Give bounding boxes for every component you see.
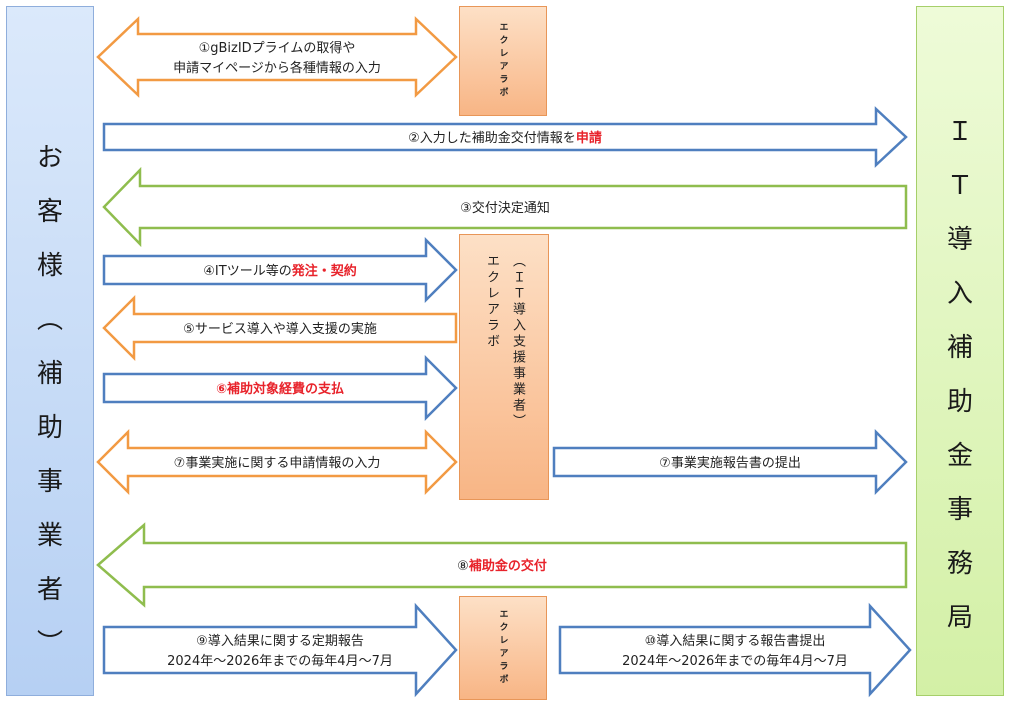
label-text: ④ITツール等の xyxy=(203,263,291,279)
arrow-shape xyxy=(102,236,458,304)
vendor-label: エクレアラボ xyxy=(497,22,508,100)
vendor-label-line2: （ＩＴ導入支援事業者） xyxy=(510,254,525,430)
arrow-shape xyxy=(102,166,908,248)
secretariat-title-char: Ｔ xyxy=(946,171,973,201)
label-text: ③交付決定通知 xyxy=(460,200,550,216)
arrow-label: ⑩導入結果に関する報告書提出 xyxy=(645,633,826,649)
vendor-label-line1: エクレアラボ xyxy=(484,254,499,350)
flow-arrow-a7: ⑦事業実施に関する申請情報の入力 xyxy=(96,428,458,496)
vendor-box-middle: エクレアラボ （ＩＴ導入支援事業者） xyxy=(459,234,549,500)
customer-title-char: 客 xyxy=(36,197,63,227)
customer-title-char: 様 xyxy=(36,251,63,281)
secretariat-column: Ｉ Ｔ 導 入 補 助 金 事 務 局 xyxy=(916,6,1004,696)
customer-title-char: 事 xyxy=(36,467,63,497)
arrow-label: ④ITツール等の発注・契約 xyxy=(203,263,356,279)
customer-title-char: ︶ xyxy=(36,629,63,659)
highlight-text: ⑥補助対象経費の支払 xyxy=(216,381,344,397)
customer-column: お 客 様 ︵ 補 助 事 業 者 ︶ xyxy=(6,6,94,696)
secretariat-title-char: 導 xyxy=(946,225,973,255)
secretariat-title-char: 金 xyxy=(946,441,973,471)
label-text: ⑨導入結果に関する定期報告 xyxy=(196,634,364,649)
flow-arrow-a5: ⑤サービス導入や導入支援の実施 xyxy=(102,294,458,362)
arrow-label: ⑧補助金の交付 xyxy=(457,558,547,574)
secretariat-title-char: 入 xyxy=(946,279,973,309)
arrow-label: ⑦事業実施報告書の提出 xyxy=(659,455,801,471)
label-text: ⑦事業実施に関する申請情報の入力 xyxy=(174,455,381,471)
secretariat-title-char: 事 xyxy=(946,495,973,525)
label-text: ⑧ xyxy=(457,559,469,574)
flow-arrow-a6: ⑥補助対象経費の支払 xyxy=(102,354,458,422)
customer-title-char: 補 xyxy=(36,359,63,389)
customer-title-char: ︵ xyxy=(36,305,63,335)
highlight-text: 補助金の交付 xyxy=(468,558,547,574)
highlight-text: 発注・契約 xyxy=(291,263,357,279)
label-text: ①gBizIDプライムの取得や xyxy=(199,40,356,56)
secretariat-title-char: 補 xyxy=(946,333,973,363)
secretariat-title-char: 務 xyxy=(946,549,973,579)
arrow-label: ②入力した補助金交付情報を申請 xyxy=(408,130,602,146)
label-text: 2024年～2026年までの毎年4月～7月 xyxy=(167,653,393,669)
arrow-label: ⑦事業実施に関する申請情報の入力 xyxy=(174,455,381,471)
flow-arrow-a4: ④ITツール等の発注・契約 xyxy=(102,236,458,304)
arrow-label: 2024年～2026年までの毎年4月～7月 xyxy=(622,653,848,669)
arrow-shape xyxy=(102,602,458,698)
vendor-label: エクレアラボ xyxy=(497,609,508,687)
arrow-shape xyxy=(96,428,458,496)
label-text: 申請マイページから各種情報の入力 xyxy=(173,60,381,76)
secretariat-title-char: 助 xyxy=(946,387,973,417)
vendor-box-bottom: エクレアラボ xyxy=(459,596,547,700)
label-text: ②入力した補助金交付情報を xyxy=(408,130,576,146)
arrow-label: ①gBizIDプライムの取得や xyxy=(199,40,356,56)
arrow-shape xyxy=(102,106,908,168)
flow-arrow-a9: ⑨導入結果に関する定期報告 2024年～2026年までの毎年4月～7月 xyxy=(102,602,458,698)
arrow-label: ⑥補助対象経費の支払 xyxy=(216,381,344,397)
arrow-shape xyxy=(102,294,458,362)
flow-arrow-a10: ⑩導入結果に関する報告書提出 2024年～2026年までの毎年4月～7月 xyxy=(558,602,912,698)
vendor-box-top: エクレアラボ xyxy=(459,6,547,116)
arrow-shape xyxy=(558,602,912,698)
label-text: ⑤サービス導入や導入支援の実施 xyxy=(183,321,377,337)
label-text: ⑦事業実施報告書の提出 xyxy=(659,455,801,471)
flow-arrow-a8: ⑧補助金の交付 xyxy=(96,522,908,608)
customer-title-char: 業 xyxy=(36,521,63,551)
highlight-text: 申請 xyxy=(576,130,602,146)
label-text: 2024年～2026年までの毎年4月～7月 xyxy=(622,653,848,669)
secretariat-title-char: Ｉ xyxy=(946,117,973,147)
arrow-label: 申請マイページから各種情報の入力 xyxy=(173,60,381,76)
customer-title-char: 助 xyxy=(36,413,63,443)
customer-title-char: 者 xyxy=(36,575,63,605)
arrow-shape xyxy=(96,16,458,98)
label-text: ⑩導入結果に関する報告書提出 xyxy=(645,633,826,649)
secretariat-title-char: 局 xyxy=(946,603,973,633)
arrow-shape xyxy=(102,354,458,422)
customer-title-char: お xyxy=(36,143,63,173)
arrow-shape xyxy=(96,522,908,608)
arrow-label: 2024年～2026年までの毎年4月～7月 xyxy=(167,653,393,669)
arrow-shape xyxy=(552,428,908,496)
flow-arrow-a7b: ⑦事業実施報告書の提出 xyxy=(552,428,908,496)
arrow-label: ⑨導入結果に関する定期報告 xyxy=(196,634,364,649)
arrow-label: ⑤サービス導入や導入支援の実施 xyxy=(183,321,377,337)
flow-arrow-a2: ②入力した補助金交付情報を申請 xyxy=(102,106,908,168)
flow-arrow-a3: ③交付決定通知 xyxy=(102,166,908,248)
arrow-label: ③交付決定通知 xyxy=(460,200,550,216)
